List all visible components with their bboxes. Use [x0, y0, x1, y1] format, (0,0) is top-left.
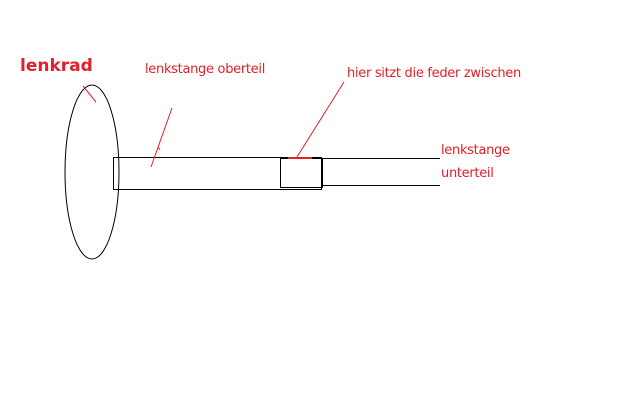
- lenkrad-label: lenkrad: [20, 56, 93, 76]
- feder-note-label: hier sitzt die feder zwischen: [347, 66, 521, 81]
- lenkstange-oberteil-label: lenkstange oberteil: [145, 62, 266, 77]
- spring-seat-shape: [280, 158, 323, 188]
- lenkstange-unterteil-label-line1: lenkstange: [441, 143, 510, 158]
- feder-leader-line: [296, 81, 345, 158]
- oberteil-leader-tick: [157, 146, 161, 151]
- lenkrad-leader-line: [82, 85, 97, 103]
- lenkstange-unterteil-label-line2: unterteil: [441, 166, 494, 181]
- upper-shaft-shape: [113, 157, 322, 190]
- oberteil-leader-line: [150, 107, 173, 168]
- steering-wheel-shape: [64, 84, 120, 260]
